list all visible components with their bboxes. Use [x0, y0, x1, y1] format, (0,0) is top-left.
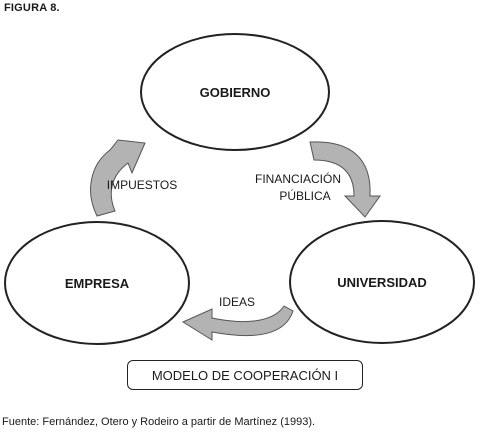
figure-label: FIGURA 8.: [4, 2, 60, 14]
edge-label-financiacion-line2: PÚBLICA: [279, 188, 330, 203]
edge-label-financiacion-line1: FINANCIACIÓN: [255, 171, 341, 186]
arrow-impuestos: [90, 139, 146, 217]
edge-label-impuestos: IMPUESTOS: [107, 178, 177, 192]
arrow-ideas: [181, 305, 294, 341]
node-universidad: [289, 220, 475, 344]
node-empresa-label: EMPRESA: [65, 276, 130, 291]
source-note: Fuente: Fernández, Otero y Rodeiro a par…: [2, 416, 316, 428]
model-caption: MODELO DE COOPERACIÓN I: [151, 367, 339, 383]
node-gobierno: [140, 33, 330, 151]
model-caption-box: MODELO DE COOPERACIÓN I: [127, 360, 363, 390]
node-gobierno-label: GOBIERNO: [200, 85, 271, 100]
arrow-financiacion: [309, 141, 381, 218]
node-empresa: [4, 221, 190, 345]
node-universidad-label: UNIVERSIDAD: [337, 275, 427, 290]
edge-label-ideas: IDEAS: [219, 295, 255, 309]
